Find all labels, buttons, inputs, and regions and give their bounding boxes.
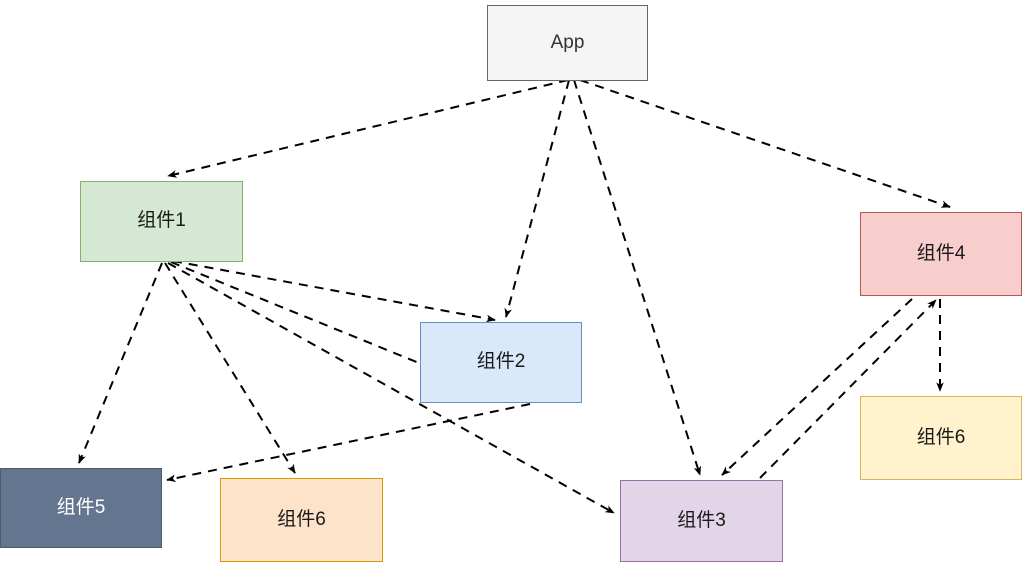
- node-label: App: [550, 31, 585, 53]
- edge-app-c2: [504, 79, 570, 318]
- edge-c1-c2b: [172, 260, 496, 323]
- node-c6a[interactable]: 组件6: [220, 478, 383, 562]
- node-label: 组件6: [916, 426, 966, 448]
- node-label: 组件2: [476, 351, 526, 373]
- node-c1[interactable]: 组件1: [80, 181, 243, 262]
- node-app[interactable]: App: [487, 5, 648, 81]
- edge-c1-c6a: [164, 262, 296, 474]
- edge-app-c1: [167, 79, 569, 178]
- node-label: 组件3: [677, 509, 726, 531]
- node-c5[interactable]: 组件5: [0, 468, 162, 548]
- node-c6b[interactable]: 组件6: [860, 396, 1022, 480]
- node-label: 组件5: [56, 496, 106, 518]
- edge-c1-c5: [78, 262, 163, 464]
- edge-c2-c5: [166, 403, 531, 482]
- node-label: 组件1: [137, 210, 186, 232]
- node-c2[interactable]: 组件2: [420, 322, 582, 403]
- node-label: 组件4: [916, 242, 966, 264]
- edge-app-c3: [573, 79, 702, 476]
- node-c3[interactable]: 组件3: [620, 480, 783, 562]
- node-label: 组件6: [277, 508, 326, 530]
- edges-group: [78, 79, 951, 514]
- edge-app-c4: [579, 79, 951, 208]
- node-c4[interactable]: 组件4: [860, 212, 1022, 296]
